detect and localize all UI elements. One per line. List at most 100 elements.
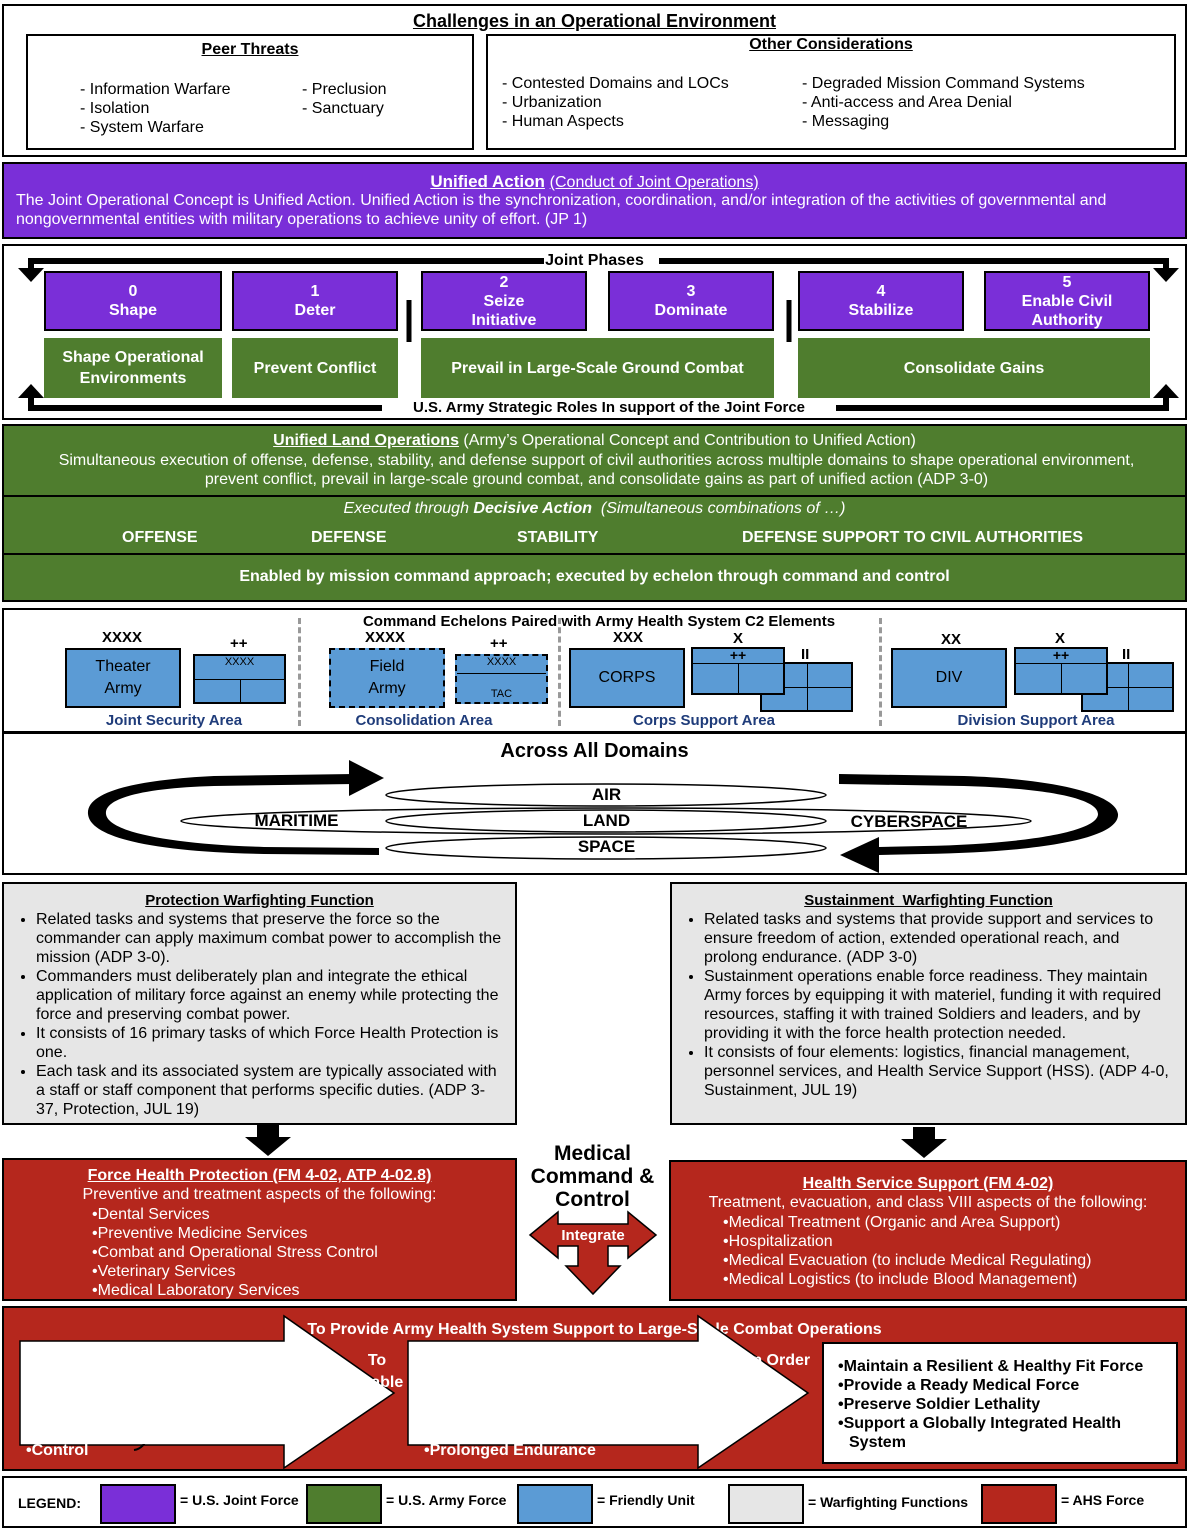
medical-c2-title: Medical Command & Control [530,1142,655,1211]
corps-sub-echelon: X [733,630,744,647]
legend-text-ahs: = AHS Force [1061,1492,1145,1508]
legend-text-friendly: = Friendly Unit [597,1492,695,1508]
unit-divider [807,664,808,712]
unit-inner-label: ++ [1052,647,1070,663]
phase-name: Deter [294,302,336,319]
field-echelon: XXXX [365,629,406,646]
unit-divider [738,663,739,695]
other-considerations-list-1: Contested Domains and LOCs Urbanization … [502,74,729,131]
ulo-body: Simultaneous execution of offense, defen… [58,452,1135,488]
peer-threats-list-1: Information Warfare Isolation System War… [80,80,231,137]
separator [298,618,301,726]
list-item: It consists of 16 primary tasks of which… [36,1024,504,1062]
role-prevail-in-lsgc: Prevail in Large-Scale Ground Combat [421,338,774,398]
phase-number: 5 [1062,273,1072,291]
list-item: Maneuver Formations [424,1365,620,1384]
list-item: Information Warfare [80,80,231,99]
unified-action-title: Unified Action [430,172,545,191]
corps-c2-unit: ++ [691,647,785,695]
ulo-heading: Unified Land Operations (Army’s Operatio… [4,432,1185,450]
decisive-action-line: Executed through Decisive Action (Simult… [4,500,1185,518]
legend-swatch-friendly [517,1484,593,1524]
fhp-panel: Force Health Protection (FM 4-02, ATP 4-… [2,1158,517,1301]
phase-seize-initiative: 2 Seize Initiative [421,271,587,331]
legend-text-army: = U.S. Army Force [386,1492,507,1508]
separator [879,618,882,726]
challenges-title: Challenges in an Operational Environment [412,11,777,31]
ulo-panel: Unified Land Operations (Army’s Operatio… [2,424,1187,602]
ahs-support-title: To Provide Army Health System Support to… [307,1321,882,1338]
protection-wff-list: Related tasks and systems that preserve … [14,910,504,1119]
domains-panel: Across All Domains AIR LAND SPACE MARITI… [2,732,1187,875]
unit-inner-label: XXXX [486,656,517,668]
list-item: Preventive Medicine Services [92,1224,378,1243]
decisive-action-label: Decisive Action [473,500,592,517]
list-item: Medical Evacuation (to include Medical R… [723,1251,1092,1270]
other-considerations-box: Other Considerations Contested Domains a… [486,34,1176,150]
unit-divider [762,687,851,688]
down-arrow-icon [245,1125,291,1156]
unit-divider [1061,663,1062,695]
list-item: Provide a Ready Medical Force [838,1376,1168,1395]
list-item: Messaging [802,112,1085,131]
legend-text-joint: = U.S. Joint Force [180,1492,299,1508]
phase-arrows [18,258,1179,411]
in-order-to-label: In Order To [747,1352,811,1391]
field-army-unit: Field Army [329,648,445,708]
legend-swatch-joint [100,1484,176,1524]
peer-threats-list-2: Preclusion Sanctuary [302,80,387,118]
action-stability: STABILITY [517,529,599,546]
list-item: Sanctuary [302,99,386,118]
list-item: Medical Laboratory Services [92,1281,378,1300]
strategic-roles-title: U.S. Army Strategic Roles In support of … [413,399,805,416]
hss-title: Health Service Support (FM 4-02) [802,1175,1054,1192]
integrate-label: Integrate [561,1227,625,1244]
down-arrow-icon [901,1127,947,1158]
decisive-action-pre: Executed through [343,500,474,517]
list-item: Mobility [26,1403,117,1422]
list-item: Degraded Mission Command Systems [802,74,1085,93]
theater-sub-echelon: ++ [230,635,248,652]
list-item: Related tasks and systems that preserve … [36,910,504,967]
list-item: Hospitalization [723,1232,1091,1251]
command-echelons-panel: Command Echelons Paired with Army Health… [2,608,1187,733]
ahs-support-panel: To Provide Army Health System Support to… [2,1306,1187,1471]
phase-name: Enable Civil Authority [1021,292,1113,329]
list-item: Prolonged Endurance [424,1441,620,1460]
hss-intro: Treatment, evacuation, and class VIII as… [708,1194,1148,1211]
div-c2-unit: ++ [1014,647,1108,695]
consolidation-area: Consolidation Area [355,712,493,729]
peer-threats-box: Peer Threats Information Warfare Isolati… [26,34,474,150]
fhp-title: Force Health Protection (FM 4-02, ATP 4-… [87,1167,432,1184]
phase-name: Dominate [654,302,728,319]
unit-label: CORPS [598,669,656,686]
list-item: Medical Logistics (to include Blood Mana… [723,1270,1091,1289]
domain-space: SPACE [577,837,636,856]
list-item: Preserve Soldier Lethality [838,1395,1168,1414]
ahs-outcomes-list: Maintain a Resilient & Healthy Fit Force… [838,1357,1168,1452]
ahs-enable-list: Calibrated Force Posture Maneuver Format… [424,1346,620,1460]
unit-inner-label: ++ [729,647,747,663]
phase-shape: 0 Shape [44,271,222,331]
action-defense: DEFENSE [311,529,387,546]
list-item: Sustainment operations enable force read… [704,967,1172,1043]
action-offense: OFFENSE [122,529,198,546]
unified-action-subtitle: (Conduct of Joint Operations) [549,174,759,191]
corps-echelon: XXX [613,629,644,646]
list-item: Human Aspects [502,112,729,131]
unit-divider [457,673,546,674]
unified-action-panel: Unified Action (Conduct of Joint Operati… [2,162,1187,239]
unit-divider [195,679,284,680]
list-item: Convergence [424,1384,620,1403]
list-item: Continuity [26,1422,117,1441]
corps-support-area: Corps Support Area [633,712,775,729]
unified-action-heading: Unified Action (Conduct of Joint Operati… [4,172,1185,192]
action-dsca: DEFENSE SUPPORT TO CIVIL AUTHORITIES [742,529,1084,546]
phase-name: Shape [108,302,157,319]
ulo-divider-1 [4,495,1185,497]
list-item: Commanders must deliberately plan and in… [36,967,504,1024]
domain-cyberspace: CYBERSPACE [850,812,968,831]
ahs-principles-list: Conformity Proximity Flexibility Mobilit… [26,1346,117,1460]
division-support-area: Division Support Area [957,712,1115,729]
unit-divider [1128,664,1129,712]
